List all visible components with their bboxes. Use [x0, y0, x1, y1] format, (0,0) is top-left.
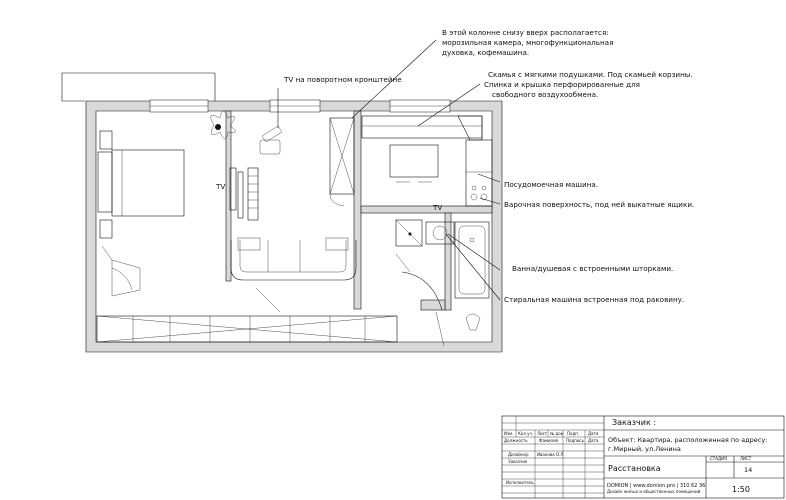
tb-role-surname: Фамилия [539, 438, 559, 443]
tb-row-executor: Исполнитель [506, 480, 534, 485]
tb-stage-label: СТАДИЯ [710, 456, 727, 461]
kitchen-bench [361, 115, 483, 141]
tb-sheet-title: Расстановка [608, 464, 661, 473]
kitchen-counter [465, 139, 493, 207]
wardrobe [96, 287, 398, 343]
annotation-bench-line1: Скамья с мягкими подушками. Под скамьей … [488, 70, 693, 79]
annotation-cooktop: Варочная поверхность, под ней выкатные я… [504, 200, 694, 209]
tb-row-designer: Дизайнер [508, 452, 529, 457]
tb-sheet-number: 14 [744, 466, 752, 474]
tb-col-data: Дата [588, 431, 599, 436]
appliance-column [329, 117, 355, 207]
tb-row-client: Заказчик [508, 459, 528, 464]
tb-col-kolich: Кол.уч. [518, 431, 533, 436]
bed [97, 130, 185, 239]
label-tv-bedroom: TV [215, 182, 225, 191]
bathroom-fixtures [395, 219, 490, 347]
tb-col-izm: Изм. [504, 431, 513, 436]
tb-role-date: Дата [588, 438, 599, 443]
annotation-column-line2: морозильная камера, многофункциональная [442, 38, 613, 47]
tb-col-list: Лист [537, 431, 548, 436]
interior-walls [225, 110, 493, 311]
desk-chair [259, 125, 283, 155]
annotation-tv-bracket: TV на поворотном кронштейне [283, 75, 402, 84]
sofa [230, 237, 357, 281]
title-block-header-cols: Изм. Кол.уч. Лист № док. Подп. Дата Долж… [504, 431, 599, 485]
tv-swivel [229, 167, 259, 221]
plant [210, 110, 236, 140]
armchair [101, 245, 141, 297]
annotation-column-line1: В этой колонне снизу вверх располагается… [442, 28, 609, 37]
tb-scale: 1:50 [732, 485, 750, 494]
annotation-bench-line2: Спинка и крышка перфорированные для [484, 80, 640, 89]
tb-company-line1: DOMION | www.domion.pro | 310 62 36 [607, 483, 705, 489]
tb-col-podp: Подп. [567, 431, 579, 436]
balcony [61, 72, 216, 102]
tb-company-line2: Дизайн жилых и общественных помещений [607, 489, 701, 494]
annotation-bath: Ванна/душевая с встроенными шторками. [512, 264, 673, 273]
leader-lines [277, 39, 501, 301]
tb-role-position: Должность [504, 438, 528, 443]
annotation-column-line3: духовка, кофемашина. [442, 48, 529, 57]
label-tv-bath: TV [432, 203, 442, 212]
tb-object-line2: г.Мирный, ул.Ленина [608, 445, 681, 453]
tb-role-signature: Подпись [566, 438, 585, 443]
annotation-bench-line3: свободного воздухообмена. [492, 90, 598, 99]
tb-object-line1: Объект: Квартира, расположенная по адрес… [608, 436, 767, 444]
annotation-dishwasher: Посудомоечная машина. [504, 180, 598, 189]
annotation-washer: Стиральная машина встроенная под раковин… [504, 295, 684, 304]
dining-table [389, 144, 439, 183]
exterior-walls [85, 99, 503, 353]
tb-sheet-label: ЛИСТ [740, 456, 752, 461]
tb-col-doc: № док. [550, 431, 564, 436]
tb-designer-name: Иванова О.Л. [537, 452, 565, 457]
tb-client: Заказчик : [612, 418, 656, 427]
title-block [501, 415, 785, 499]
